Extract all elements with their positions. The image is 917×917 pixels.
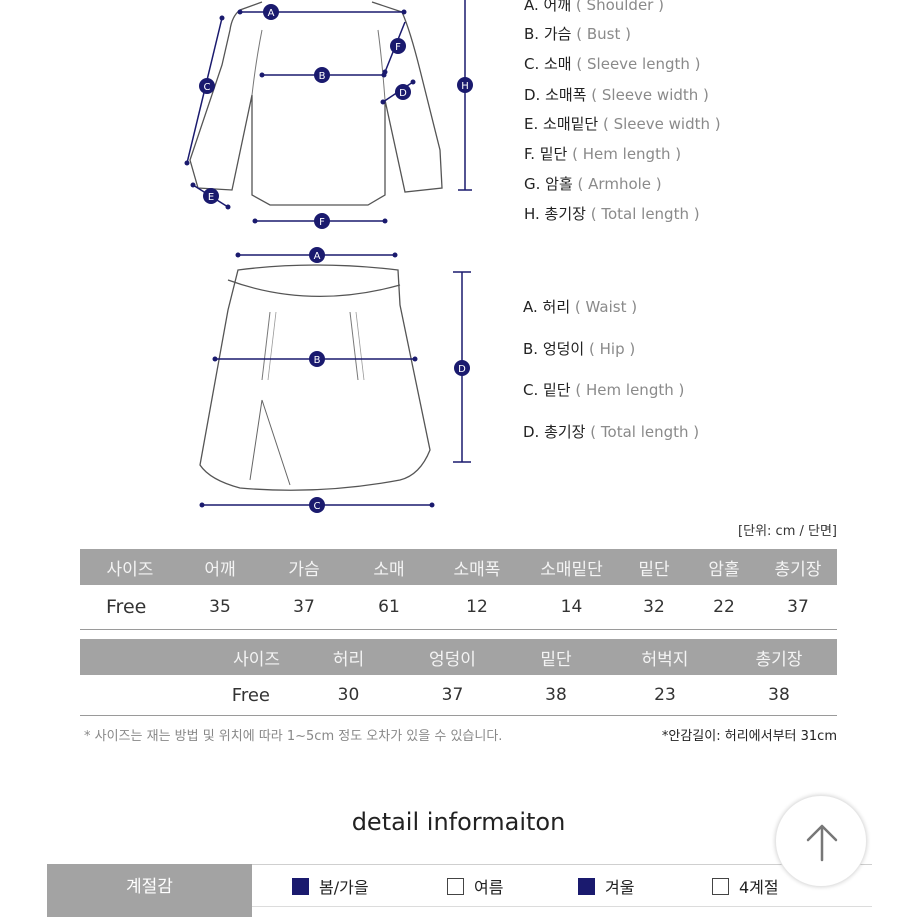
header-cell: 밑단 xyxy=(503,639,609,675)
value-cell: 61 xyxy=(348,585,430,630)
season-option-spring-fall: 봄/가을 xyxy=(292,874,369,898)
value-cell: 37 xyxy=(759,585,837,630)
marker-b: B xyxy=(314,67,330,83)
svg-text:F: F xyxy=(319,217,325,228)
value-cell: 38 xyxy=(503,675,609,716)
marker-c: C xyxy=(199,78,215,94)
value-cell: 38 xyxy=(721,675,837,716)
size-tolerance-note: * 사이즈는 재는 방법 및 위치에 따라 1~5cm 정도 오차가 있을 수 … xyxy=(84,729,503,744)
skirt-diagram: A B C D xyxy=(199,247,471,513)
header-cell: 소매폭 xyxy=(430,549,524,585)
top-garment-diagram: A B C D E F H F xyxy=(184,0,473,229)
option-label: 봄/가을 xyxy=(319,878,369,897)
marker-h: H xyxy=(457,77,473,93)
divider xyxy=(252,906,872,907)
header-cell: 소매 xyxy=(348,549,430,585)
top-legend-c: C. 소매 ( Sleeve length ) xyxy=(524,55,701,73)
unit-label: [단위: cm / 단면] xyxy=(738,524,837,539)
skirt-legend-d: D. 총기장 ( Total length ) xyxy=(523,423,700,441)
skirt-size-table: 사이즈 허리 엉덩이 밑단 허벅지 총기장 Free 30 37 38 23 3… xyxy=(80,639,837,716)
top-size-table: 사이즈 어깨 가슴 소매 소매폭 소매밑단 밑단 암홀 총기장 Free 35 … xyxy=(80,549,837,630)
marker-f-hem: F xyxy=(314,213,330,229)
checkbox-unchecked xyxy=(447,877,464,895)
table-row: Free 30 37 38 23 38 xyxy=(80,675,837,716)
top-legend-b: B. 가슴 ( Bust ) xyxy=(524,25,631,43)
svg-text:C: C xyxy=(314,501,321,512)
header-cell: 밑단 xyxy=(619,549,689,585)
season-option-summer: 여름 xyxy=(447,874,503,898)
header-cell: 어깨 xyxy=(180,549,260,585)
arrow-up-icon xyxy=(806,824,838,862)
svg-text:D: D xyxy=(458,364,466,375)
marker-f-armhole: F xyxy=(390,38,406,54)
value-cell: 35 xyxy=(180,585,260,630)
value-cell: 30 xyxy=(295,675,402,716)
svg-text:F: F xyxy=(395,42,401,53)
top-legend-f: F. 밑단 ( Hem length ) xyxy=(524,145,682,163)
top-legend-d: D. 소매폭 ( Sleeve width ) xyxy=(524,86,709,104)
skirt-legend-b: B. 엉덩이 ( Hip ) xyxy=(523,340,636,358)
table-row: Free 35 37 61 12 14 32 22 37 xyxy=(80,585,837,630)
option-label: 겨울 xyxy=(605,878,635,897)
header-cell: 허벅지 xyxy=(609,639,721,675)
divider xyxy=(252,864,872,865)
skirt-table-header: 사이즈 허리 엉덩이 밑단 허벅지 총기장 xyxy=(80,639,837,675)
skirt-legend-c: C. 밑단 ( Hem length ) xyxy=(523,381,685,399)
value-cell: 14 xyxy=(524,585,619,630)
marker-d: D xyxy=(395,84,411,100)
season-label: 계절감 xyxy=(126,877,173,897)
option-label: 4계절 xyxy=(739,878,779,897)
top-legend-g: G. 암홀 ( Armhole ) xyxy=(524,175,662,193)
checkbox-checked xyxy=(292,877,309,895)
lining-length-note: *안감길이: 허리에서부터 31cm xyxy=(661,729,837,744)
size-cell: Free xyxy=(80,585,180,630)
marker-e: E xyxy=(203,188,219,204)
value-cell: 12 xyxy=(430,585,524,630)
value-cell: 37 xyxy=(402,675,503,716)
skirt-marker-d: D xyxy=(454,360,470,376)
header-cell: 총기장 xyxy=(759,549,837,585)
svg-text:D: D xyxy=(399,88,407,99)
detail-title: detail informaiton xyxy=(351,808,566,836)
season-label-bg xyxy=(47,864,252,917)
svg-text:B: B xyxy=(314,355,321,366)
top-legend-a: A. 어깨 ( Shoulder ) xyxy=(524,0,664,14)
value-cell: 32 xyxy=(619,585,689,630)
skirt-marker-a: A xyxy=(309,247,325,263)
value-cell: 37 xyxy=(260,585,348,630)
header-cell: 가슴 xyxy=(260,549,348,585)
svg-text:A: A xyxy=(314,251,321,262)
skirt-marker-c: C xyxy=(309,497,325,513)
header-cell: 사이즈 xyxy=(80,639,295,675)
size-cell: Free xyxy=(80,675,295,716)
checkbox-unchecked xyxy=(712,877,729,895)
header-cell: 사이즈 xyxy=(80,549,180,585)
svg-text:B: B xyxy=(319,71,326,82)
checkbox-checked xyxy=(578,877,595,895)
scroll-top-button[interactable] xyxy=(775,795,867,887)
header-cell: 소매밑단 xyxy=(524,549,619,585)
skirt-marker-b: B xyxy=(309,351,325,367)
top-legend-h: H. 총기장 ( Total length ) xyxy=(524,205,700,223)
header-cell: 암홀 xyxy=(689,549,759,585)
value-cell: 22 xyxy=(689,585,759,630)
svg-text:E: E xyxy=(208,192,214,203)
header-cell: 허리 xyxy=(295,639,402,675)
top-table-header: 사이즈 어깨 가슴 소매 소매폭 소매밑단 밑단 암홀 총기장 xyxy=(80,549,837,585)
marker-a: A xyxy=(263,4,279,20)
option-label: 여름 xyxy=(474,878,504,897)
value-cell: 23 xyxy=(609,675,721,716)
svg-text:A: A xyxy=(268,8,275,19)
header-cell: 총기장 xyxy=(721,639,837,675)
season-option-all-seasons: 4계절 xyxy=(712,874,779,898)
header-cell: 엉덩이 xyxy=(402,639,503,675)
skirt-legend-a: A. 허리 ( Waist ) xyxy=(523,298,638,316)
svg-text:H: H xyxy=(461,81,469,92)
top-legend-e: E. 소매밑단 ( Sleeve width ) xyxy=(524,115,721,133)
svg-text:C: C xyxy=(204,82,211,93)
season-option-winter: 겨울 xyxy=(578,874,634,898)
